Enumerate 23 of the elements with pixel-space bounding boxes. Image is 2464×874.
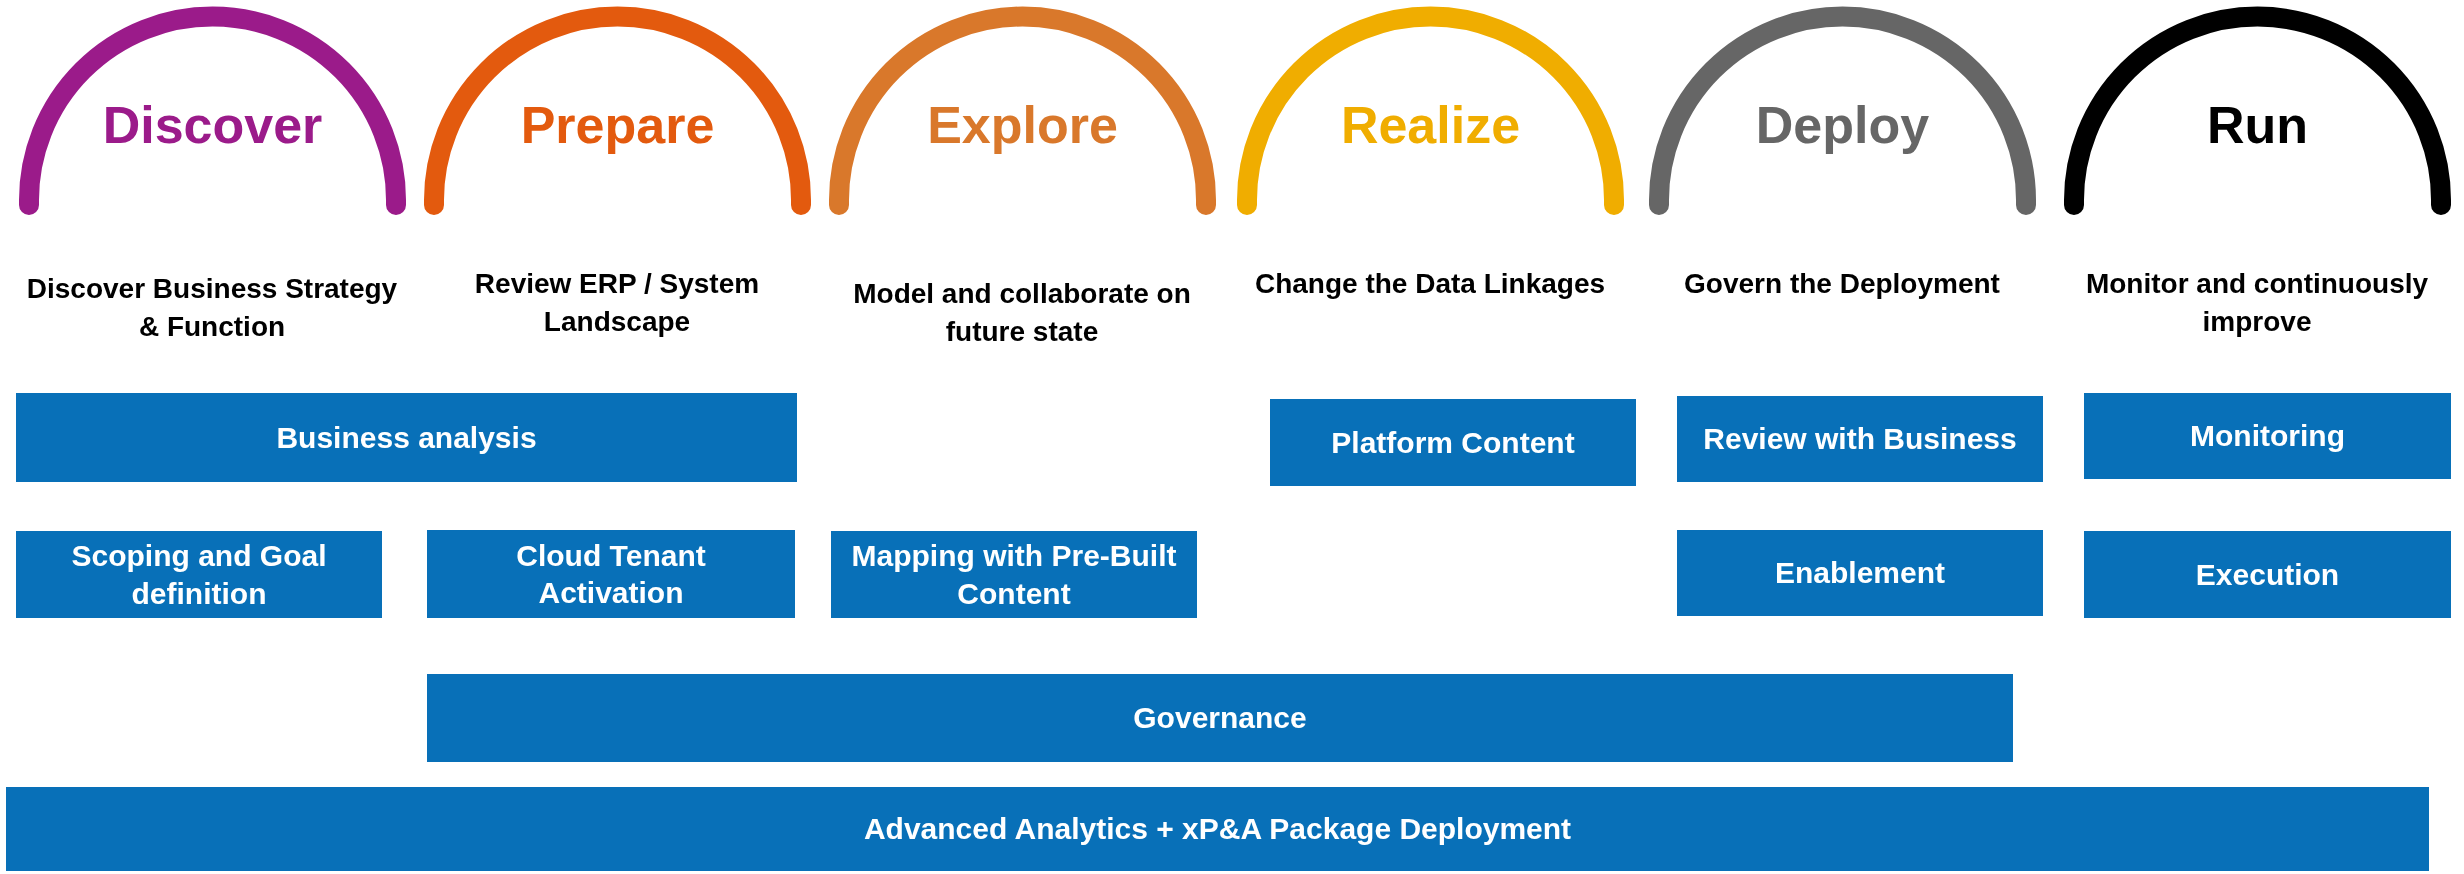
phase-description: Review ERP / System Landscape <box>473 267 761 339</box>
phase-description: Model and collaborate on future state <box>852 277 1192 349</box>
phase-title: Realize <box>1339 95 1522 155</box>
activity-bar: Cloud Tenant Activation <box>427 530 795 618</box>
phase-description: Govern the Deployment <box>1683 267 2001 301</box>
phase-title: Run <box>2205 95 2310 155</box>
phase-title: Discover <box>101 95 324 155</box>
phase-description: Discover Business Strategy & Function <box>25 272 399 344</box>
activity-bar: Governance <box>427 674 2013 762</box>
activity-bar: Review with Business <box>1677 396 2043 482</box>
activity-bar: Enablement <box>1677 530 2043 616</box>
phase-description: Change the Data Linkages <box>1253 267 1607 301</box>
activity-bar: Advanced Analytics + xP&A Package Deployment <box>6 787 2429 871</box>
activity-bar: Monitoring <box>2084 393 2451 479</box>
phase-title: Explore <box>926 95 1119 155</box>
activity-bar: Mapping with Pre-Built Content <box>831 531 1197 618</box>
activity-bar: Execution <box>2084 531 2451 618</box>
phase-title: Deploy <box>1754 95 1931 155</box>
activity-bar: Platform Content <box>1270 399 1636 486</box>
phase-title: Prepare <box>519 95 716 155</box>
activity-bar: Business analysis <box>16 393 797 482</box>
phase-description: Monitor and continuously improve <box>2084 267 2430 339</box>
activity-bar: Scoping and Goal definition <box>16 531 382 618</box>
